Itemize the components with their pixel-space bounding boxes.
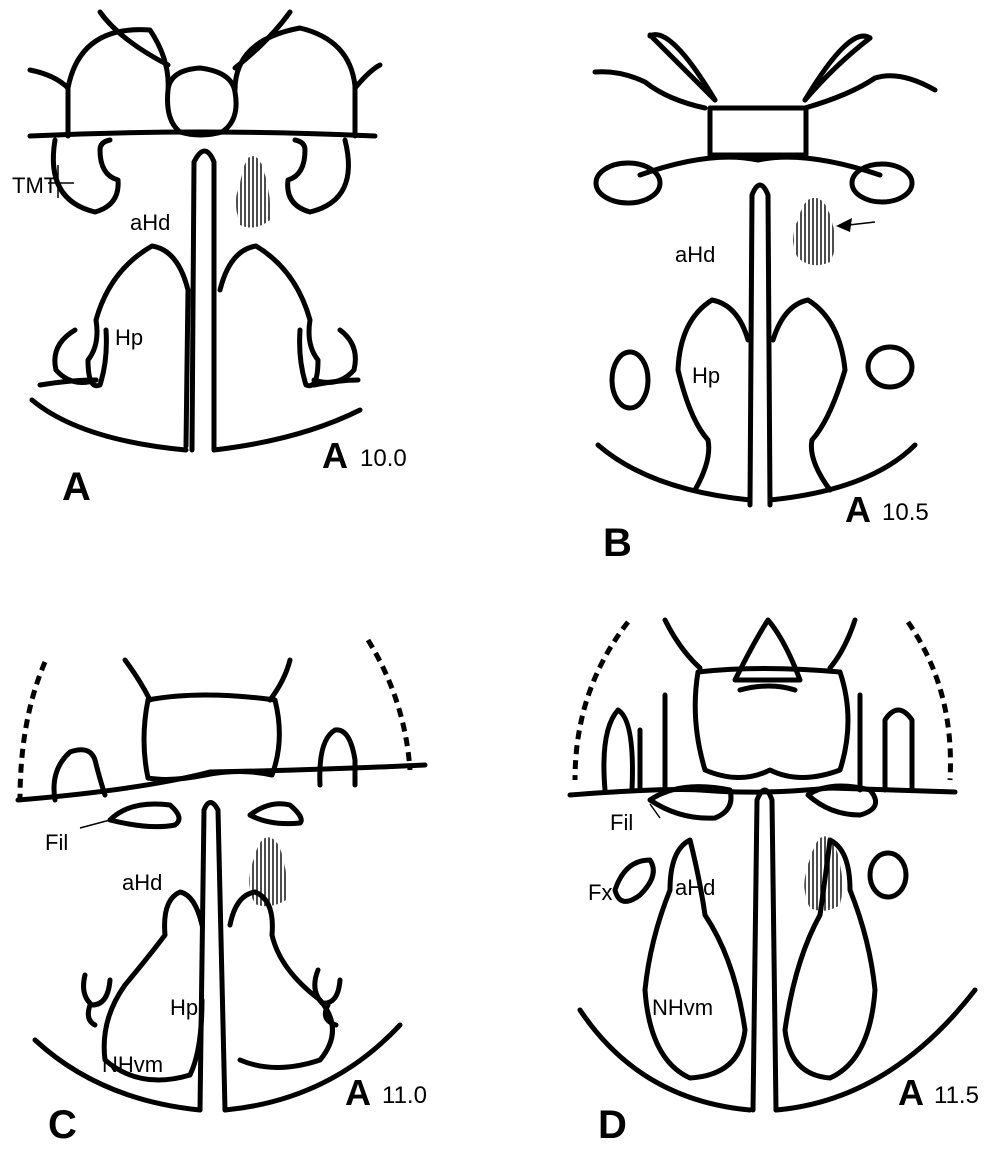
panel-c-lesion-hatch [249, 837, 287, 906]
label-nhvm-d: NHvm [652, 995, 713, 1020]
label-hp-b: Hp [692, 363, 720, 388]
label-fil-d: Fil [610, 810, 633, 835]
panel-a-coord-prefix: A [322, 435, 348, 476]
label-hp-a: Hp [115, 325, 143, 350]
panel-d-coord: 11.5 [934, 1082, 979, 1109]
panel-a-letter: A [62, 465, 92, 509]
panel-b-coord: 10.5 [882, 499, 929, 526]
panel-a-lesion-hatch [236, 156, 270, 227]
panel-c-coord: 11.0 [382, 1082, 427, 1109]
label-fx-d: Fx [588, 880, 612, 905]
panel-c-coord-prefix: A [345, 1072, 371, 1113]
label-tmt: TMT [12, 173, 57, 198]
label-fil-c: Fil [45, 830, 68, 855]
panel-c-letter: C [48, 1103, 78, 1147]
panel-d: Fil aHd Fx NHvm A 11.5 D [570, 620, 979, 1147]
panel-b-letter: B [603, 521, 633, 565]
label-nhvm-c: NHvm [102, 1052, 163, 1077]
panel-a-top-structure [30, 12, 380, 136]
label-ahd-b: aHd [675, 242, 715, 267]
panel-a-coord: 10.0 [360, 445, 407, 472]
panel-b-lesion-hatch [793, 198, 835, 265]
panel-a: TMT aHd Hp A 10.0 A [12, 12, 407, 509]
label-ahd-d: aHd [675, 875, 715, 900]
panel-d-letter: D [598, 1103, 628, 1147]
label-ahd-c: aHd [122, 870, 162, 895]
panel-d-coord-prefix: A [898, 1072, 924, 1113]
label-ahd-a: aHd [130, 210, 170, 235]
panel-b-coord-prefix: A [845, 489, 871, 530]
label-hp-c: Hp [170, 995, 198, 1020]
panel-c: Fil aHd Hp NHvm A 11.0 C [18, 640, 427, 1147]
panel-b: aHd Hp A 10.5 B [595, 35, 935, 565]
